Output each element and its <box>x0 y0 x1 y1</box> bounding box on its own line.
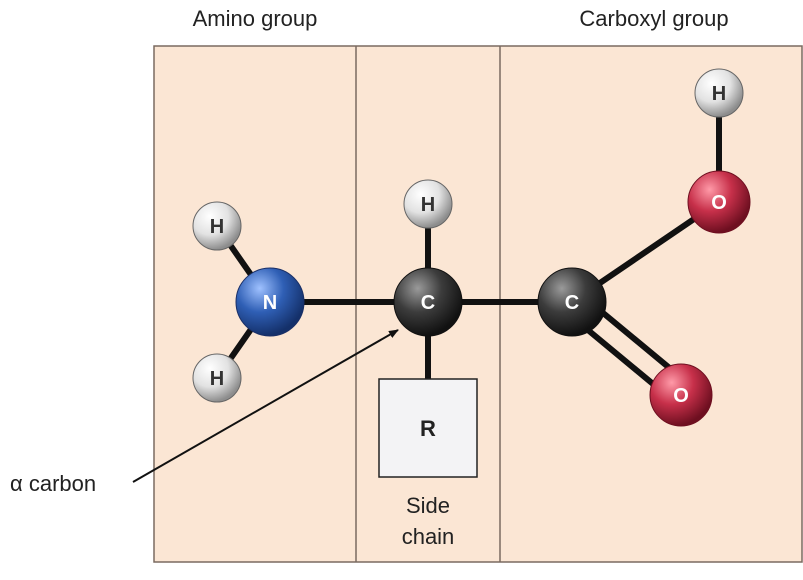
svg-text:C: C <box>565 292 579 314</box>
svg-text:O: O <box>711 192 727 214</box>
svg-text:N: N <box>263 292 277 314</box>
hydrogen-atom-hydroxyl: H <box>694 68 744 118</box>
carboxyl-group-label: Carboxyl group <box>579 6 728 31</box>
alpha-carbon-arrow <box>132 329 399 483</box>
side-chain-label-line1: Side <box>406 493 450 518</box>
r-group-box <box>378 378 478 478</box>
svg-text:H: H <box>210 368 224 390</box>
svg-text:H: H <box>421 194 435 216</box>
carboxyl-carbon-atom: C <box>537 267 607 337</box>
alpha-carbon-atom: C <box>393 267 463 337</box>
svg-text:H: H <box>712 83 726 105</box>
double-bond-oxygen-atom: O <box>649 363 713 427</box>
hydrogen-atom-n-top: H <box>192 201 242 251</box>
hydrogen-atom-n-bottom: H <box>192 353 242 403</box>
alpha-carbon-label: α carbon <box>10 471 96 496</box>
hydrogen-atom-alpha: H <box>403 179 453 229</box>
hydroxyl-oxygen-atom: O <box>687 170 751 234</box>
r-group-label: R <box>420 416 436 441</box>
amino-group-label: Amino group <box>193 6 318 31</box>
svg-text:H: H <box>210 216 224 238</box>
svg-text:O: O <box>673 385 689 407</box>
side-chain-label-line2: chain <box>402 524 455 549</box>
svg-text:C: C <box>421 292 435 314</box>
nitrogen-atom: N <box>235 267 305 337</box>
